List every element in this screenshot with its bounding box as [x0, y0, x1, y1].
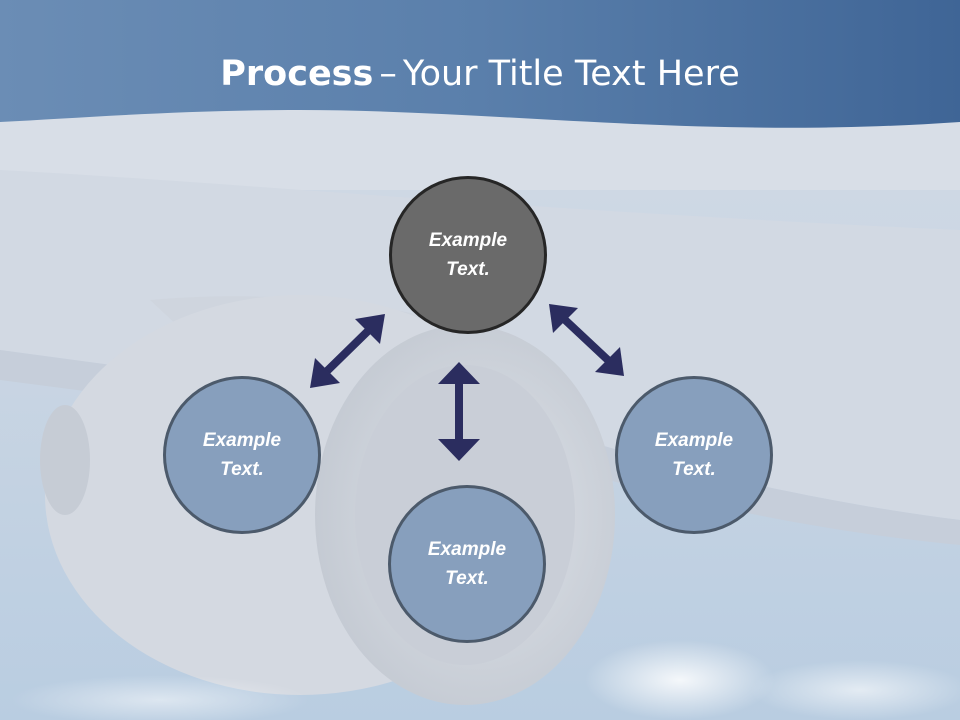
process-node-right: Example Text.	[615, 376, 773, 534]
title-separator: –	[379, 54, 397, 94]
slide-title: Process–Your Title Text Here	[0, 52, 960, 96]
process-node-right-label: Example Text.	[654, 430, 734, 480]
process-node-bottom: Example Text.	[388, 485, 546, 643]
process-node-top: Example Text.	[389, 176, 547, 334]
process-node-left-label: Example Text.	[202, 430, 282, 480]
process-node-bottom-label: Example Text.	[427, 539, 507, 589]
process-node-top-label: Example Text.	[428, 230, 508, 280]
process-node-left: Example Text.	[163, 376, 321, 534]
title-rest: Your Title Text Here	[402, 54, 740, 94]
title-bold: Process	[220, 54, 374, 94]
